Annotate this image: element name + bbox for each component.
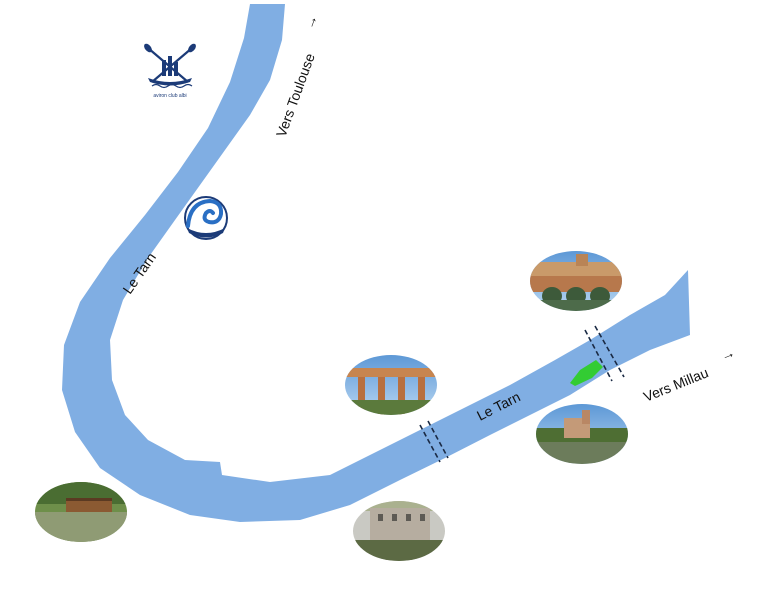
wave-logo-icon: [184, 196, 228, 240]
bridge-line-left-2: [427, 420, 449, 459]
logo-subtitle: aviron club albi: [153, 93, 186, 99]
rowing-club-logo-icon: aviron club albi: [130, 42, 210, 104]
river-tarn: [62, 4, 690, 522]
direction-arrow-toulouse: →: [301, 12, 321, 31]
houseboat-photo: [35, 482, 127, 542]
viaduct-photo: [345, 355, 437, 415]
direction-arrow-millau: →: [718, 344, 737, 364]
direction-label-millau: Vers Millau: [641, 364, 710, 404]
direction-label-toulouse: Vers Toulouse: [273, 51, 318, 139]
bridge-line-right-2: [594, 325, 625, 378]
green-zone-marker: [570, 360, 603, 386]
river-island: [146, 314, 206, 380]
cathedral-photo: [536, 404, 628, 464]
bridge-line-left-1: [419, 424, 441, 463]
bridge-line-right-1: [584, 329, 613, 382]
mill-photo: [353, 501, 445, 561]
old-bridge-photo: [530, 251, 622, 311]
